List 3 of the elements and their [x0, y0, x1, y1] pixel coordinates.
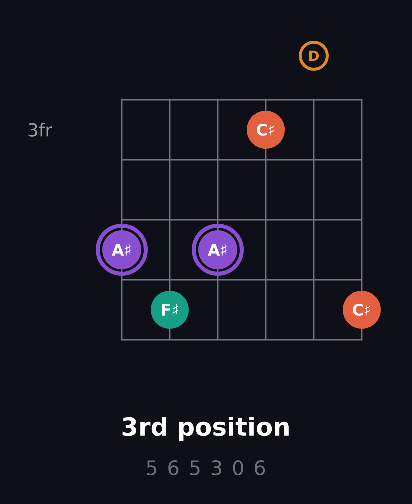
position-title: 3rd position: [122, 416, 289, 442]
fingering-numbers: 5 6 5 3 0 6: [147, 460, 266, 476]
fret-number-label: 3fr: [28, 123, 53, 137]
